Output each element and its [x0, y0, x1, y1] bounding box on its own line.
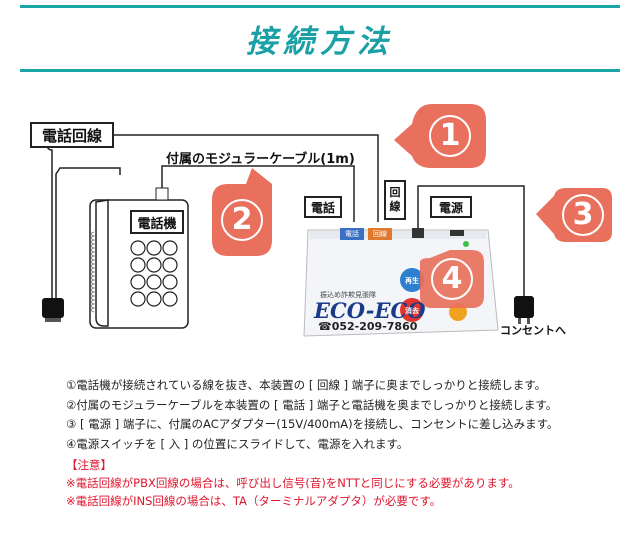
modular-cable-wire: [161, 165, 355, 222]
device-button-play: [400, 268, 424, 292]
page-title: 接続方法: [246, 24, 394, 60]
power-label: 電源: [430, 196, 472, 218]
step-3-tag: [536, 188, 612, 242]
step-1-number: 1: [439, 118, 461, 153]
top-rule: [20, 5, 620, 8]
outlet-label: コンセントへ: [500, 324, 566, 337]
power-wire: [417, 185, 525, 298]
port-phone-box: [340, 228, 364, 240]
telephone-handset: [95, 199, 109, 327]
step-4-number: 4: [441, 261, 463, 296]
port-phone-label: 電話: [304, 196, 342, 218]
power-plug: [514, 296, 534, 318]
device-button-erase-label: 消去: [405, 307, 419, 315]
jack-cable-wire: [55, 167, 121, 300]
device-button-erase: [400, 298, 424, 322]
device-maker: 振込め詐欺見張隊: [320, 291, 376, 299]
wall-jack-left: [42, 298, 64, 318]
notes-heading: 【注意】: [66, 458, 112, 472]
instruction-3: ③ [ 電源 ] 端子に、付属のACアダプター(15V/400mA)を接続し、コ…: [66, 417, 559, 431]
instruction-2: ②付属のモジュラーケーブルを本装置の [ 電話 ] 端子と電話機を奥までしっかり…: [66, 397, 558, 412]
telephone-label: 電話機: [130, 210, 184, 234]
port-line-box: [368, 228, 392, 240]
phone-line-label: 電話回線: [30, 122, 114, 148]
keypad: [130, 240, 178, 307]
note-1: ※電話回線がPBX回線の場合は、呼び出し信号(音)をNTTと同じにする必要があり…: [66, 476, 520, 490]
phone-line-to-jack-wire: [45, 135, 53, 300]
bottom-rule: [20, 69, 620, 72]
port-line-label-top: 回: [389, 186, 401, 199]
device-port-phone: 電話: [345, 230, 359, 238]
step-4-tag: [420, 250, 484, 308]
modular-cable-label: 付属のモジュラーケーブル(1m): [166, 152, 355, 167]
device-port-line: 回線: [373, 230, 387, 238]
instruction-1: ①電話機が接続されている線を抜き、本装置の [ 回線 ] 端子に奥までしっかりと…: [66, 378, 547, 392]
step-3-number: 3: [572, 197, 594, 232]
step-2-number: 2: [231, 202, 253, 237]
phone-line-wire: [112, 134, 379, 222]
instruction-4: ④電源スイッチを [ 入 ] の位置にスライドして、電源を入れます。: [66, 436, 409, 451]
device-brand: ECO-ECO: [314, 298, 426, 323]
port-line-label-bottom: 線: [389, 200, 401, 213]
note-2: ※電話回線がINS回線の場合は、TA（ターミナルアダプタ）が必要です。: [66, 494, 442, 508]
notes: 【注意】 ※電話回線がPBX回線の場合は、呼び出し信号(音)をNTTと同じにする…: [66, 456, 626, 510]
instructions: ①電話機が接続されている線を抜き、本装置の [ 回線 ] 端子に奥までしっかりと…: [66, 376, 626, 454]
port-line-label: 回 線: [384, 180, 406, 220]
telephone-cord: [90, 231, 96, 313]
device-button-play-label: 再生: [405, 277, 419, 285]
device-tel: ☎052-209-7860: [318, 320, 418, 333]
